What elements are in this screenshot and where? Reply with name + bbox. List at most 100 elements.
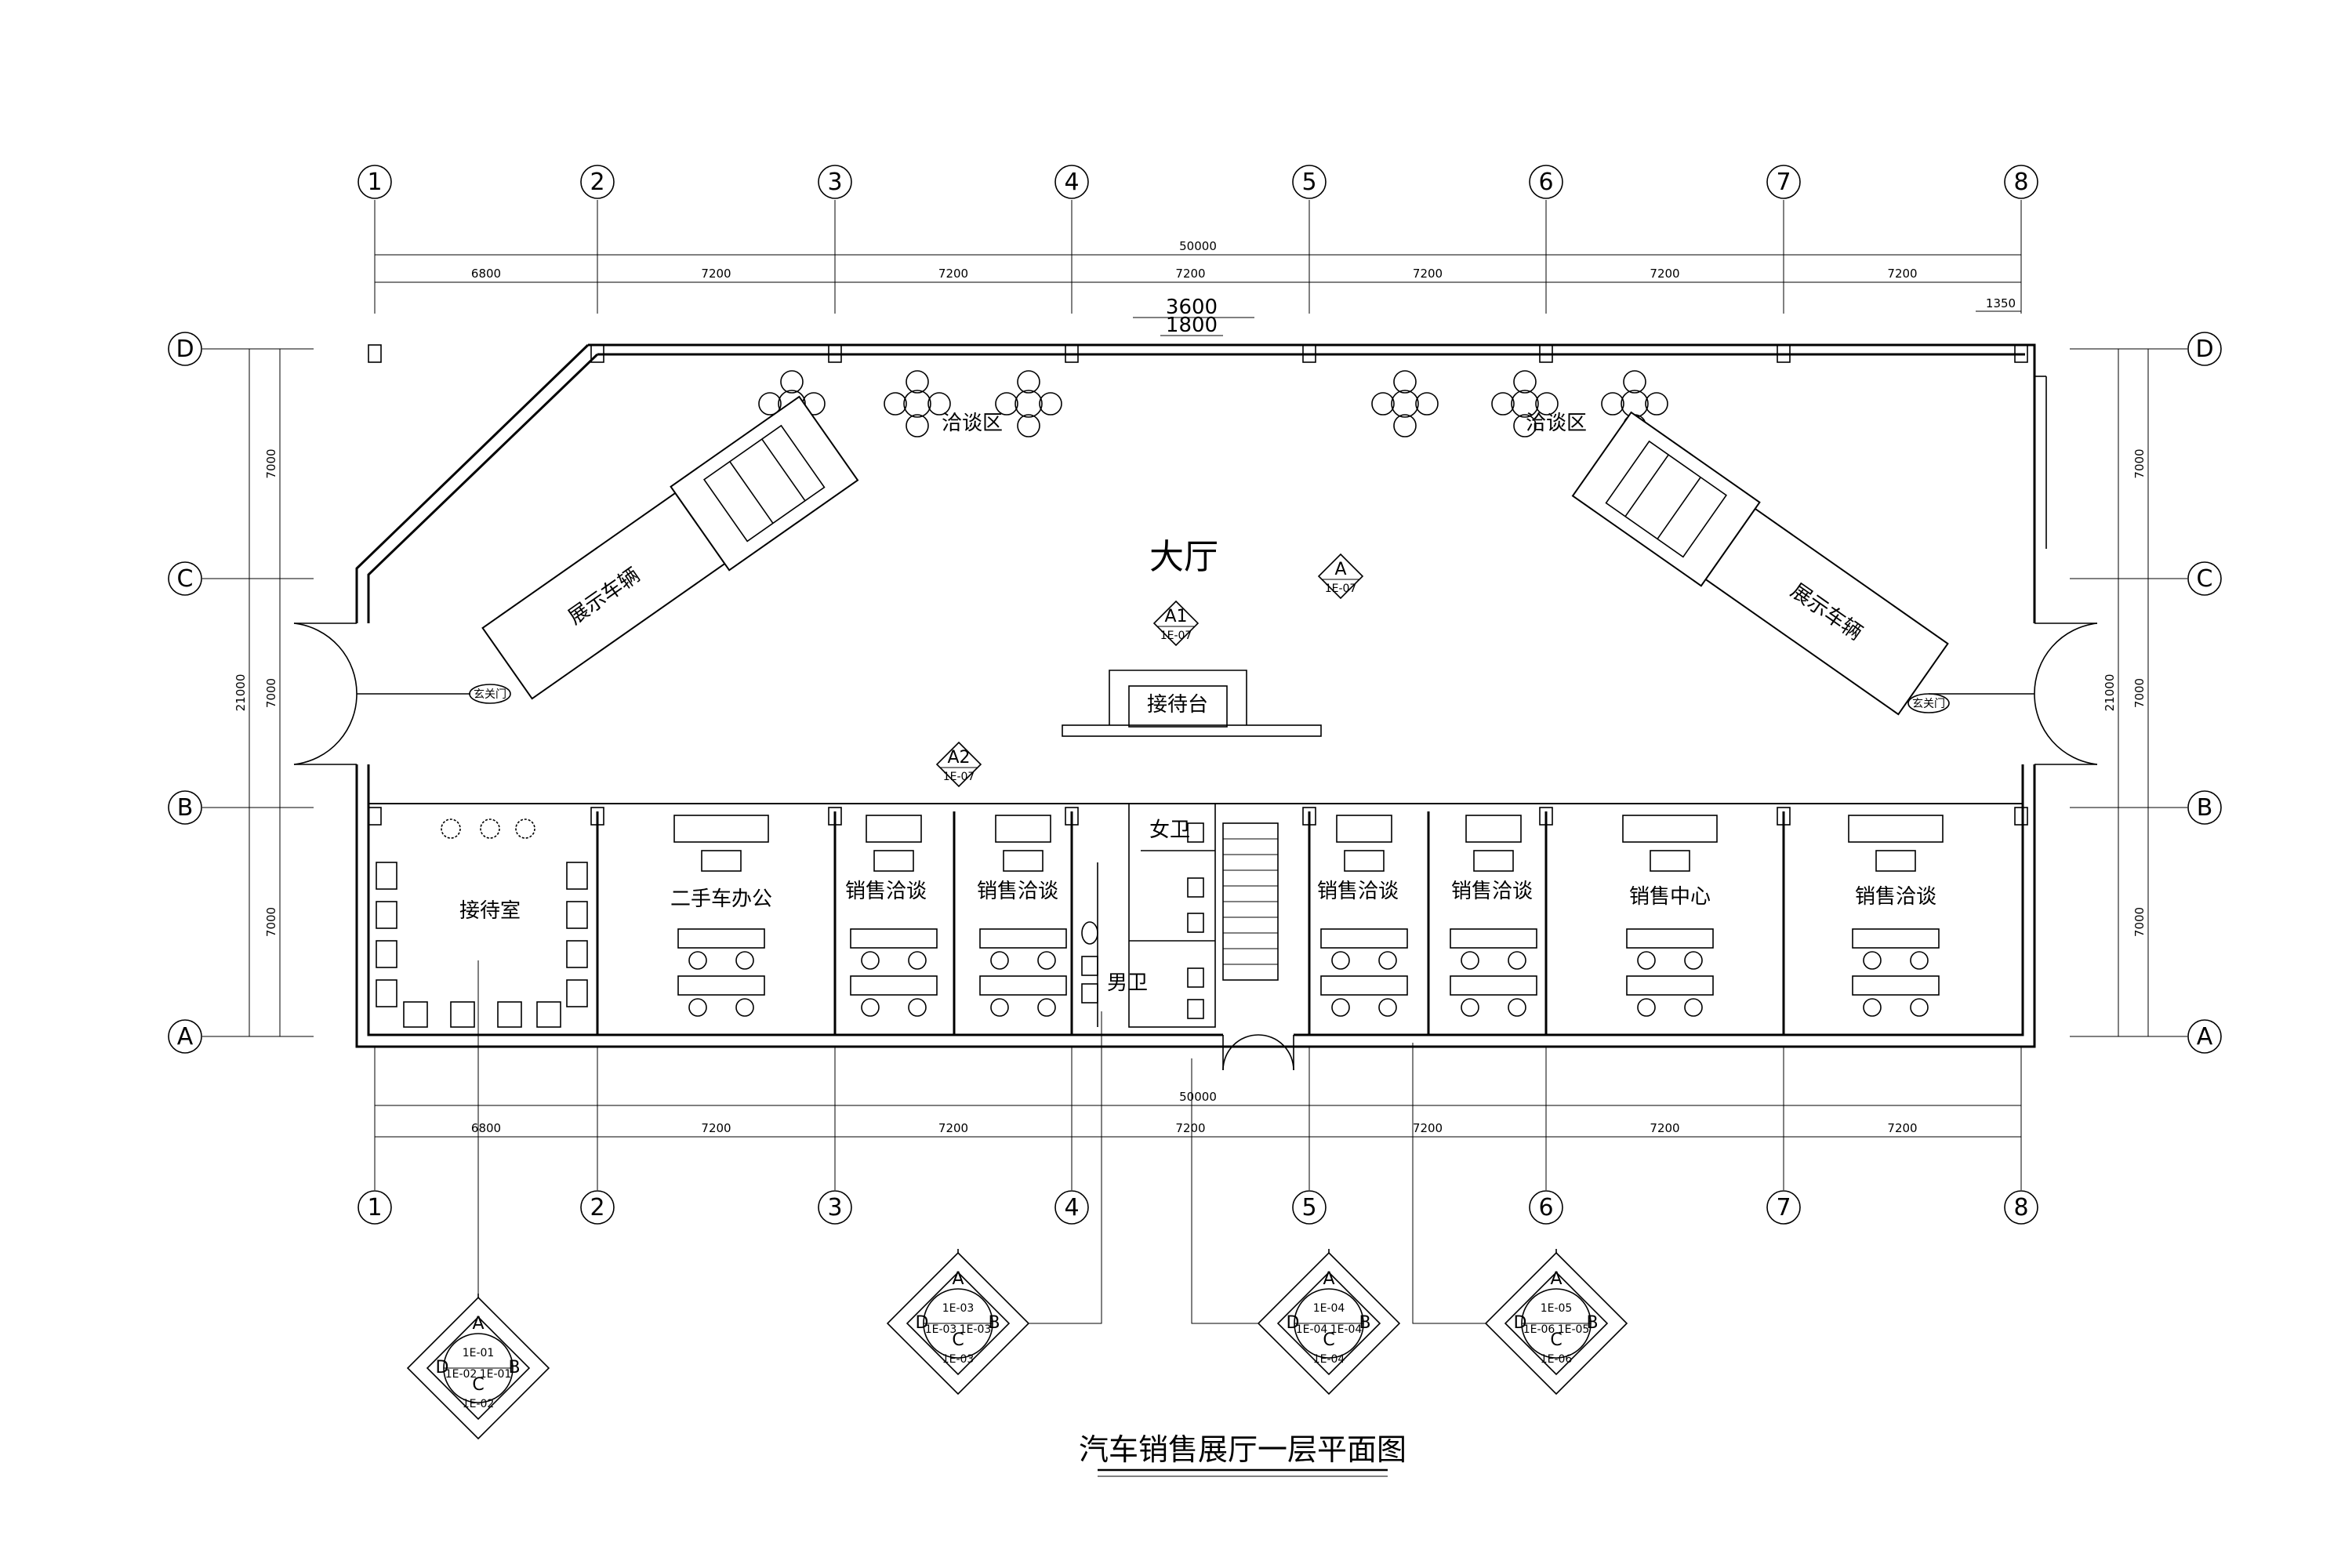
index-ref: 1E-03	[925, 1323, 957, 1336]
dimension-vertical-segment-label: 7000	[2132, 907, 2147, 937]
index-leader-line	[1029, 1011, 1102, 1324]
index-ref: 1E-04	[1296, 1323, 1328, 1336]
section-marker-ref: 1E-07	[943, 771, 975, 783]
index-letter-A: A	[472, 1314, 484, 1334]
axis-label-A: A	[177, 1023, 194, 1051]
desk-chair	[688, 998, 707, 1017]
used-car-office-label: 二手车办公	[670, 887, 772, 911]
table-top	[1621, 390, 1649, 418]
index-ref: 1E-05	[1541, 1302, 1573, 1315]
axis-bubble-D	[168, 332, 202, 366]
axis-label-D: D	[176, 336, 194, 363]
office-furniture	[1622, 815, 1718, 1017]
axis-label-8: 8	[2013, 169, 2028, 196]
index-inner-diamond	[906, 1271, 1011, 1376]
column-post	[590, 344, 604, 363]
armchair	[566, 862, 588, 890]
chair	[906, 370, 929, 394]
armchair	[403, 1001, 428, 1028]
desk-chair	[1331, 998, 1350, 1017]
table-top	[1511, 390, 1539, 418]
dimension-segment-label: 7200	[1650, 267, 1679, 281]
column-post	[2014, 807, 2028, 826]
desk-chair	[1508, 998, 1526, 1017]
desk-chair	[1378, 951, 1397, 970]
index-letter-B: B	[988, 1313, 1000, 1333]
desk-chair	[861, 998, 880, 1017]
desk-chair	[990, 998, 1009, 1017]
round-table	[884, 370, 951, 437]
chair	[1017, 414, 1040, 437]
chair	[884, 392, 907, 416]
sales-talk-2-label: 销售洽谈	[977, 880, 1058, 903]
section-marker-letter: A	[1334, 560, 1346, 579]
column-post	[1539, 344, 1553, 363]
axis-bubble-8	[2004, 1190, 2038, 1225]
column-post	[368, 807, 382, 826]
office-furniture	[1450, 815, 1537, 1017]
coffee-table	[1003, 850, 1044, 872]
desk	[1852, 975, 1940, 996]
negotiation-area-left-label: 洽谈区	[942, 412, 1003, 435]
coffee-table	[1473, 850, 1514, 872]
column-post	[368, 344, 382, 363]
axis-label-C: C	[177, 565, 194, 593]
axis-bubble-1	[358, 165, 392, 199]
axis-label-A: A	[2197, 1023, 2213, 1051]
chair	[1623, 370, 1646, 394]
female-toilet-label: 女卫	[1149, 818, 1190, 842]
axis-bubble-4	[1054, 1190, 1089, 1225]
desk	[1626, 928, 1714, 949]
desk-chair	[1461, 998, 1479, 1017]
coffee-table	[1344, 850, 1385, 872]
index-outer-diamond	[406, 1296, 550, 1440]
sofa	[673, 815, 769, 843]
round-table	[995, 370, 1062, 437]
office-furniture	[850, 815, 938, 1017]
reception-desk-label: 接待台	[1147, 693, 1208, 717]
axis-label-7: 7	[1776, 169, 1791, 196]
chair	[1393, 414, 1417, 437]
index-letter-A: A	[1323, 1269, 1334, 1289]
dimension-segment-label: 6800	[471, 1121, 501, 1135]
building-walls	[355, 343, 2047, 1048]
elevation-index-symbols: ABCD1E-011E-011E-021E-02ABCD1E-031E-031E…	[406, 960, 1628, 1440]
sales-center-label: 销售中心	[1629, 885, 1711, 909]
axis-label-C: C	[2197, 565, 2213, 593]
axis-bubble-1	[358, 1190, 392, 1225]
toilet-block: 女卫 男卫	[1081, 803, 1216, 1028]
desk-chair	[1684, 998, 1703, 1017]
axis-bubble-A	[168, 1019, 202, 1054]
dimension-total-label: 50000	[1179, 239, 1217, 253]
door-left-label: 玄关门	[474, 688, 506, 701]
sofa	[1622, 815, 1718, 843]
desk	[677, 975, 765, 996]
index-ref: 1E-03	[942, 1302, 975, 1315]
chair	[1645, 392, 1668, 416]
round-table	[1371, 370, 1439, 437]
desk	[677, 928, 765, 949]
dimension-segment-label: 7200	[1650, 1121, 1679, 1135]
dimension-vertical-total-label: 21000	[2103, 674, 2117, 712]
office-furniture	[673, 815, 769, 1017]
axis-label-B: B	[177, 794, 194, 822]
axis-bubble-B	[168, 790, 202, 825]
index-ref: 1E-01	[463, 1347, 495, 1359]
desk	[850, 928, 938, 949]
column-post	[1302, 344, 1316, 363]
plant	[515, 818, 535, 839]
desk-chair	[1863, 998, 1882, 1017]
chair	[1535, 392, 1559, 416]
index-ref: 1E-01	[480, 1368, 512, 1381]
axis-label-8: 8	[2013, 1194, 2028, 1221]
reception-desk: 接待台	[1062, 670, 1322, 737]
section-marker-diamond	[1152, 600, 1200, 647]
column-post	[2014, 344, 2028, 363]
index-ref: 1E-04	[1330, 1323, 1363, 1336]
coffee-table	[873, 850, 914, 872]
axis-bubble-6	[1529, 1190, 1563, 1225]
section-marker-letter: A1	[1164, 607, 1187, 626]
